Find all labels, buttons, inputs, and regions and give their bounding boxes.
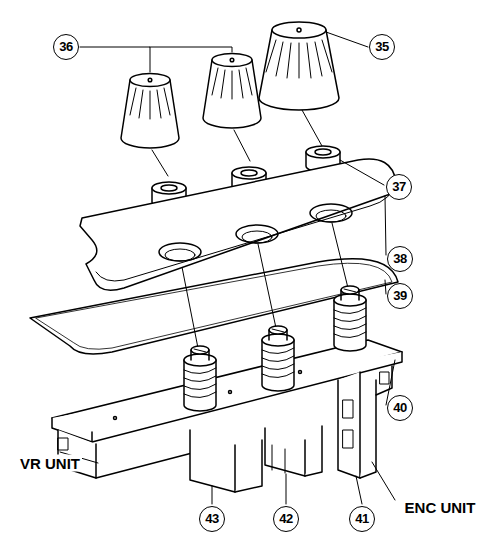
small-knob xyxy=(203,54,261,129)
callout-number: 42 xyxy=(273,506,299,532)
callout-number: 39 xyxy=(387,283,413,309)
leader-lines xyxy=(60,32,395,504)
part-name: ENC UNIT xyxy=(403,499,478,516)
large-knob xyxy=(259,22,339,110)
callout-number: 40 xyxy=(387,395,413,421)
panel-plate xyxy=(80,159,396,290)
callout-number: 38 xyxy=(387,246,413,272)
callout-number: 43 xyxy=(199,506,225,532)
part-name: VR UNIT xyxy=(18,455,82,472)
circuit-board xyxy=(52,340,402,492)
callout-number: 36 xyxy=(53,34,79,60)
callout-number: 37 xyxy=(386,174,412,200)
potentiometer xyxy=(184,286,366,411)
callout-number: 41 xyxy=(349,506,375,532)
callout-number: 35 xyxy=(369,34,395,60)
small-knob xyxy=(121,74,179,149)
gasket xyxy=(30,259,398,354)
